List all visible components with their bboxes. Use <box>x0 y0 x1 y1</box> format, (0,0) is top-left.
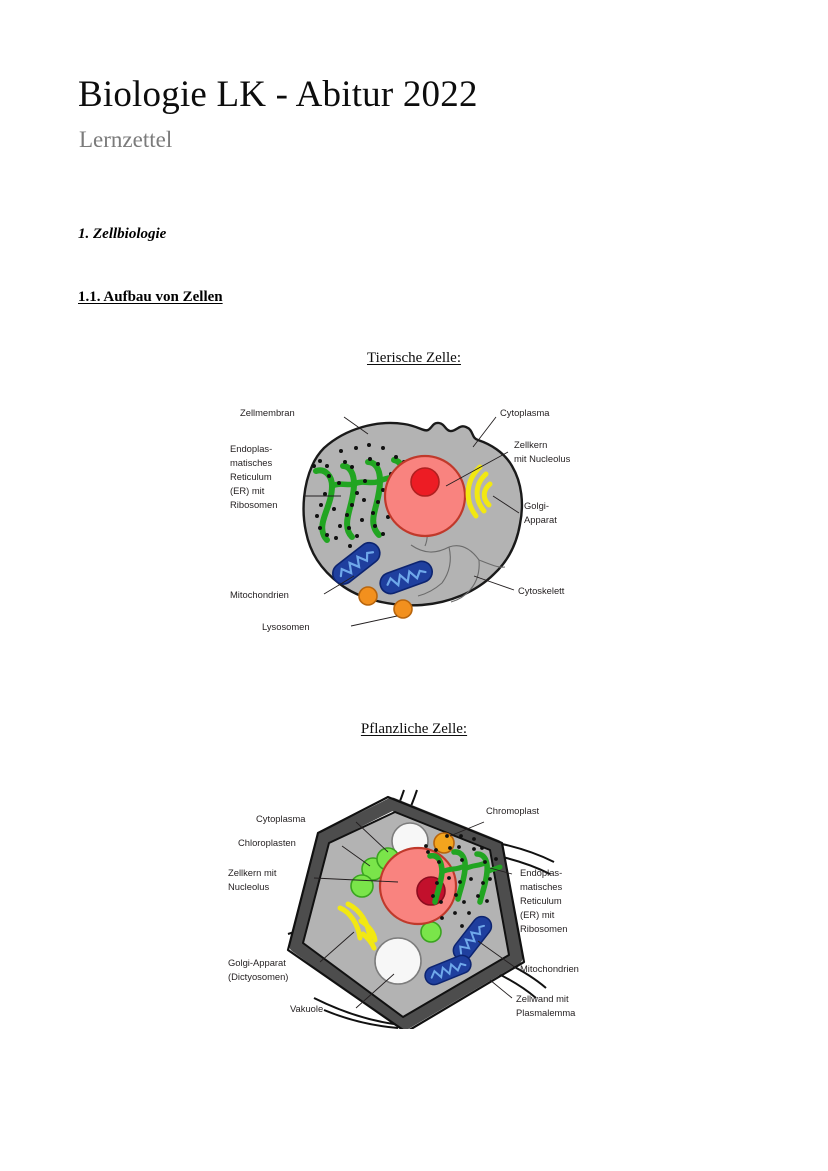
label-zellkern-2: mit Nucleolus <box>514 453 571 464</box>
golgi-apparatus-icon <box>465 464 493 519</box>
label-golgi-2: Apparat <box>524 514 557 525</box>
label-golgi-2: (Dictyosomen) <box>228 971 288 982</box>
lysosome-icon <box>358 586 413 619</box>
golgi-apparatus-icon <box>337 901 378 951</box>
label-er-2: matisches <box>230 457 273 468</box>
label-lysosomen: Lysosomen <box>262 621 310 632</box>
mitochondrion-icon <box>424 915 493 986</box>
cell-wall-outline-outer <box>286 795 526 1029</box>
label-vakuole: Vakuole <box>290 1003 323 1014</box>
label-zellwand-2: Plasmalemma <box>516 1007 576 1018</box>
label-chromoplast: Chromoplast <box>486 805 540 816</box>
endoplasmic-reticulum-icon <box>424 834 503 928</box>
label-er-5: Ribosomen <box>520 923 567 934</box>
label-er-2: matisches <box>520 881 563 892</box>
label-leader-lines <box>304 416 520 627</box>
animal-cell-figure: Zellmembran Cytoplasma Endoplas- matisch… <box>228 404 600 644</box>
label-cytoplasma: Cytoplasma <box>256 813 306 824</box>
label-mitochondrien: Mitochondrien <box>520 963 579 974</box>
plant-cell-figure: Cytoplasma Chromoplast Chloroplasten Zel… <box>228 786 600 1029</box>
cell-wall-icon <box>289 797 523 1029</box>
page-subtitle: Lernzettel <box>79 127 173 152</box>
label-cytoskelett: Cytoskelett <box>518 585 565 596</box>
label-er-3: Reticulum <box>520 895 562 906</box>
label-zellkern-2: Nucleolus <box>228 881 269 892</box>
animal-cell-caption: Tierische Zelle: <box>366 350 461 366</box>
label-er-1: Endoplas- <box>230 443 272 454</box>
label-zellwand-1: Zellwand mit <box>516 993 569 1004</box>
label-zellkern-1: Zellkern mit <box>228 867 277 878</box>
nucleolus-icon <box>410 467 440 497</box>
section-heading: 1. Zellbiologie <box>78 226 167 242</box>
label-er-4: (ER) mit <box>230 485 265 496</box>
label-leader-lines <box>313 821 517 1009</box>
label-golgi-1: Golgi-Apparat <box>228 957 286 968</box>
label-zellkern-1: Zellkern <box>514 439 547 450</box>
label-zellmembran: Zellmembran <box>240 407 295 418</box>
subsection-heading: 1.1. Aufbau von Zellen <box>78 289 223 305</box>
plant-cell-caption: Pflanzliche Zelle: <box>360 721 468 737</box>
nucleus-icon <box>383 454 467 538</box>
mitochondrion-icon <box>332 541 433 595</box>
label-er-1: Endoplas- <box>520 867 562 878</box>
nucleus-icon <box>378 846 458 926</box>
page-title: Biologie LK - Abitur 2022 <box>78 74 478 115</box>
label-chloroplasten: Chloroplasten <box>238 837 296 848</box>
label-er-3: Reticulum <box>230 471 272 482</box>
label-er-4: (ER) mit <box>520 909 555 920</box>
label-cytoplasma: Cytoplasma <box>500 407 550 418</box>
label-golgi-1: Golgi- <box>524 500 549 511</box>
label-mitochondrien: Mitochondrien <box>230 589 289 600</box>
label-er-5: Ribosomen <box>230 499 277 510</box>
